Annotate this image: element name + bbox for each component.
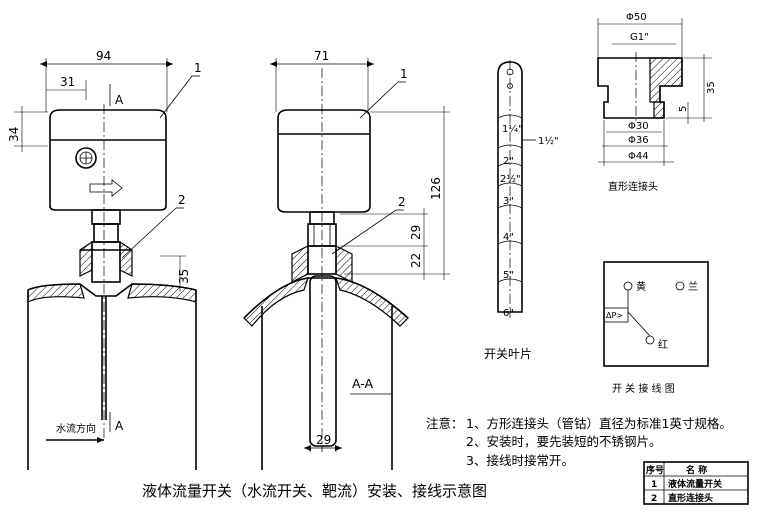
notes: 注意： 1、方形连接头（管钴）直径为标准1英寸规格。 2、安装时，要先装短的不锈…	[426, 416, 732, 468]
terminal-circle-icon	[75, 147, 97, 169]
front-dim-height: 34	[7, 127, 21, 142]
blade-mark-4: 2½"	[500, 173, 521, 185]
front-callout-1: 1	[194, 61, 202, 75]
blade-outline	[497, 61, 523, 313]
wiring-label: 开 关 接 线 图	[612, 382, 675, 395]
note-2: 2、安装时，要先装短的不锈钢片。	[466, 434, 661, 449]
connector-view: Φ50 G1" 35 5 Φ30 Φ36 Φ44 直形连接头	[597, 12, 717, 193]
term-blue-label: 兰	[688, 280, 698, 293]
blade-mark-7: 5"	[503, 270, 514, 281]
connector-dim-35: 35	[706, 81, 717, 94]
front-dim-offset: 31	[60, 75, 75, 89]
blade-view: 1¼" 1½" 2" 2½" 3" 4" 5" 6" 开关叶片	[484, 60, 559, 361]
term-yellow-label: 黄	[636, 280, 646, 293]
side-dim-width: 71	[314, 49, 329, 63]
connector-dim-g1: G1"	[630, 32, 649, 43]
section-label: A-A	[352, 376, 374, 391]
blade-mark-3: 2"	[503, 156, 514, 167]
table-header-no: 序号	[646, 464, 664, 476]
connector-dim-d44: Φ44	[628, 151, 649, 162]
side-dim-29: 29	[409, 225, 423, 240]
blade-mark-5: 3"	[503, 196, 514, 207]
connector-dim-5: 5	[678, 106, 689, 112]
term-red-label: 红	[658, 338, 668, 351]
side-callout-2: 2	[398, 195, 406, 209]
section-mark-bottom: A	[115, 419, 124, 433]
dp-label: ΔP>	[606, 311, 623, 320]
front-view: 94 31 34 A A 1 2	[7, 49, 202, 470]
table-cell-name-2: 直形连接头	[668, 492, 713, 504]
side-dim-total: 126	[429, 177, 443, 200]
front-dim-width: 94	[96, 49, 111, 63]
side-housing	[277, 109, 371, 213]
front-housing	[49, 109, 167, 211]
blade-mark-2: 1½"	[538, 135, 559, 147]
flow-arrow-icon	[89, 179, 123, 197]
table-cell-no-2: 2	[651, 494, 657, 504]
parts-table: 序号 名 称 1 液体流量开关 2 直形连接头	[643, 461, 749, 505]
terminal-red-icon	[645, 335, 655, 345]
note-3: 3、接线时接常开。	[466, 453, 574, 468]
blade-mark-8: 6"	[503, 308, 514, 319]
note-1: 1、方形连接头（管钴）直径为标准1英寸规格。	[466, 416, 732, 431]
front-callout-2: 2	[178, 193, 186, 207]
front-dim-pipe: 35	[177, 269, 191, 284]
side-callout-1: 1	[400, 67, 408, 81]
page-title: 液体流量开关（水流开关、靶流）安装、接线示意图	[142, 482, 487, 500]
table-cell-name-1: 液体流量开关	[668, 478, 722, 490]
table-cell-no-1: 1	[651, 480, 657, 490]
section-mark-top: A	[115, 93, 124, 107]
connector-dim-d50: Φ50	[626, 12, 647, 23]
side-dim-22: 22	[409, 253, 423, 268]
terminal-yellow-icon	[623, 281, 633, 291]
connector-dim-d30: Φ30	[628, 121, 649, 132]
wiring-view: 黄 兰 红 ΔP> 开 关 接 线 图	[603, 261, 709, 395]
connector-dim-d36: Φ36	[628, 135, 649, 146]
blade-label: 开关叶片	[484, 347, 532, 361]
flow-direction-label: 水流方向	[56, 422, 96, 435]
terminal-blue-icon	[675, 281, 685, 291]
blade-mark-1: 1¼"	[502, 123, 523, 135]
side-view: 71 1 2 29	[243, 49, 450, 470]
table-header-name: 名 称	[686, 464, 707, 476]
side-dim-bottom: 29	[316, 433, 331, 447]
notes-prefix: 注意：	[426, 416, 464, 431]
connector-label: 直形连接头	[608, 180, 658, 193]
blade-mark-6: 4"	[503, 232, 514, 243]
